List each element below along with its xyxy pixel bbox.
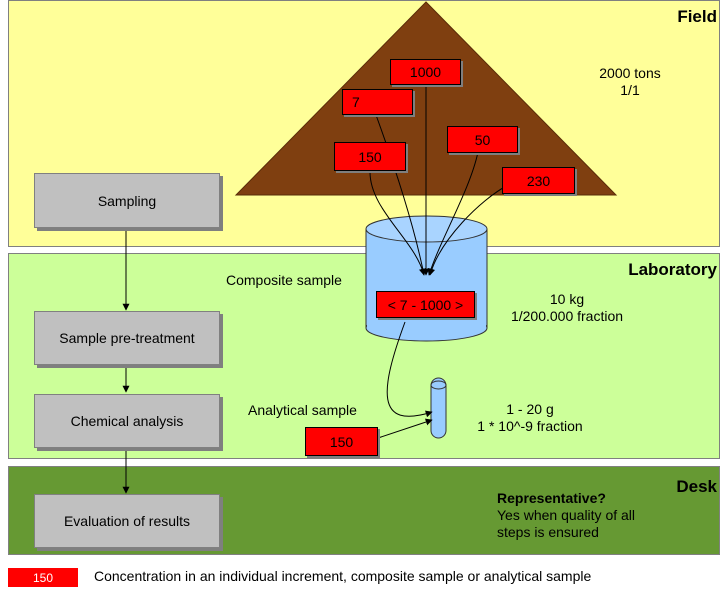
increment-box: 150 xyxy=(334,142,406,171)
desk-question: Representative? xyxy=(497,490,606,506)
field-info: 2000 tons 1/1 xyxy=(590,65,670,99)
analytical-tube xyxy=(430,377,447,439)
analytical-increment-connector xyxy=(377,418,433,439)
field-mass: 2000 tons xyxy=(599,65,661,81)
desk-answer: Yes when quality of all steps is ensured xyxy=(497,507,636,540)
increment-box: 230 xyxy=(502,167,575,194)
analytical-value-box: 150 xyxy=(305,427,378,456)
composite-label: Composite sample xyxy=(226,272,342,288)
sampling-step: Sampling xyxy=(34,173,220,228)
increment-box: 50 xyxy=(447,126,518,153)
analytical-label: Analytical sample xyxy=(248,402,357,418)
composite-range-box: < 7 - 1000 > xyxy=(376,291,475,318)
composite-fraction: 1/200.000 fraction xyxy=(510,308,624,324)
laboratory-title: Laboratory xyxy=(628,260,717,279)
field-title: Field xyxy=(677,7,717,26)
evaluation-step: Evaluation of results xyxy=(34,494,220,548)
analytical-mass: 1 - 20 g xyxy=(506,401,554,417)
analysis-step: Chemical analysis xyxy=(34,394,220,448)
increment-box: 1000 xyxy=(390,59,461,85)
increment-connectors xyxy=(369,84,509,276)
increment-box: 7 xyxy=(342,89,413,115)
legend-text: Concentration in an individual increment… xyxy=(94,568,592,584)
analytical-fraction: 1 * 10^-9 fraction xyxy=(477,418,583,434)
composite-mass: 10 kg xyxy=(549,291,585,307)
desk-title: Desk xyxy=(676,477,717,496)
desk-info: Representative? Yes when quality of all … xyxy=(497,490,667,541)
pretreatment-step: Sample pre-treatment xyxy=(34,311,220,365)
composite-to-analytical-connector xyxy=(386,321,433,418)
composite-info: 10 kg 1/200.000 fraction xyxy=(502,291,632,325)
field-fraction: 1/1 xyxy=(620,82,640,98)
analytical-info: 1 - 20 g 1 * 10^-9 fraction xyxy=(455,401,605,435)
legend-swatch: 150 xyxy=(8,568,78,587)
